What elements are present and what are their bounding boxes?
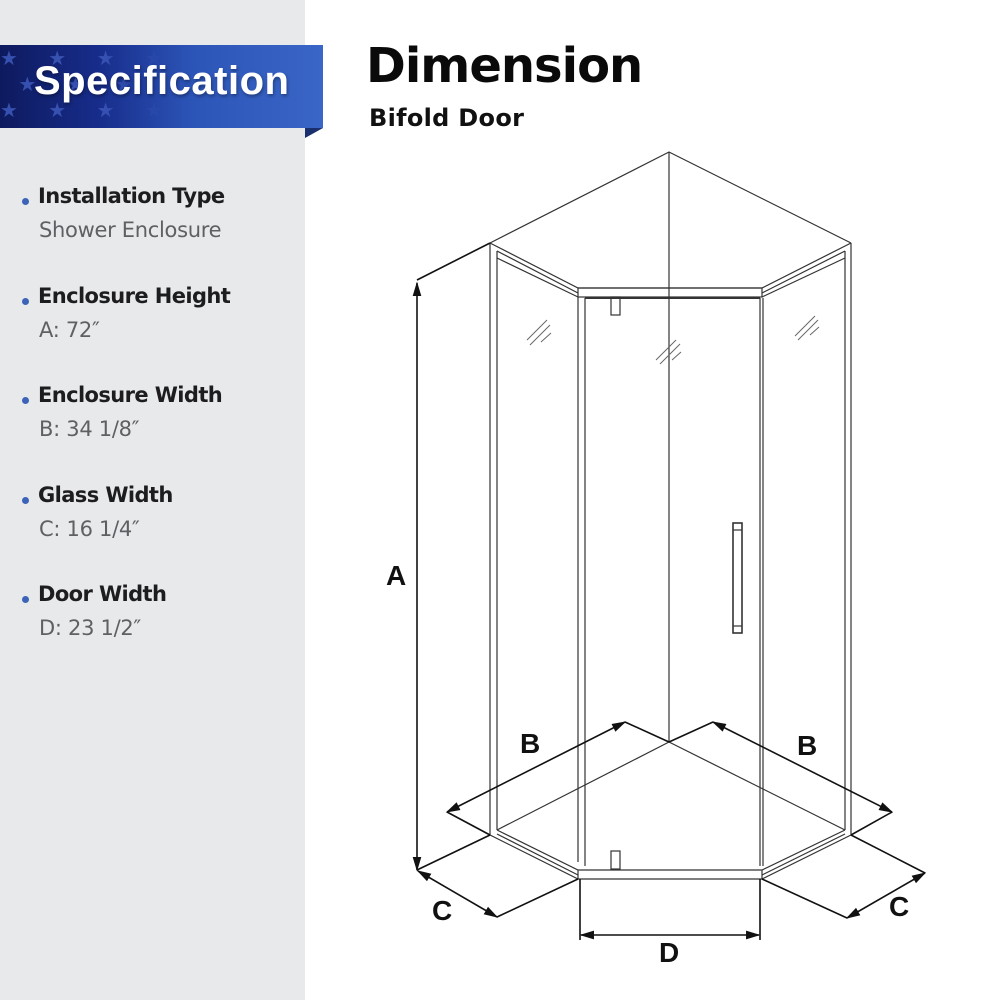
bottom-hinge-icon bbox=[610, 850, 621, 870]
bullet-icon bbox=[22, 496, 29, 504]
banner-fold bbox=[305, 128, 323, 138]
dimension-title: Dimension bbox=[366, 38, 643, 94]
specification-banner: ★ ★ ★ ★ ★ ★ ★ ★ ★ ★ ★ ★ ★ ★ ★ ★ Specific… bbox=[0, 45, 323, 128]
label-b-left: B bbox=[520, 728, 541, 759]
enclosure-outline bbox=[489, 151, 852, 880]
spec-label: Installation Type bbox=[38, 184, 225, 208]
specification-panel: ★ ★ ★ ★ ★ ★ ★ ★ ★ ★ ★ ★ ★ ★ ★ ★ Specific… bbox=[0, 0, 323, 1000]
spec-label: Enclosure Width bbox=[38, 383, 223, 407]
label-d: D bbox=[659, 937, 680, 968]
bullet-icon bbox=[22, 596, 29, 603]
spec-label: Door Width bbox=[38, 582, 167, 606]
label-c-left: C bbox=[432, 895, 453, 926]
dimension-lines bbox=[412, 242, 927, 940]
top-hinge-icon bbox=[610, 296, 621, 316]
dimension-b-left-arrow bbox=[445, 721, 627, 813]
stars-pattern-icon: ★ ★ ★ ★ ★ ★ ★ ★ ★ ★ ★ ★ ★ ★ ★ ★ bbox=[0, 46, 194, 128]
dimension-c-right-arrow bbox=[845, 872, 927, 919]
dimension-subtitle: Bifold Door bbox=[369, 104, 525, 132]
spec-value: D: 23 1/2″ bbox=[39, 616, 141, 640]
label-c-right: C bbox=[889, 891, 910, 922]
door-handle-icon bbox=[732, 522, 743, 634]
specification-title: Specification bbox=[34, 59, 290, 103]
spec-value: A: 72″ bbox=[39, 317, 100, 342]
bullet-icon bbox=[22, 297, 29, 305]
dimension-b-right-arrow bbox=[711, 721, 894, 813]
spec-value: B: 34 1/8″ bbox=[39, 417, 140, 441]
spec-label: Enclosure Height bbox=[38, 283, 231, 308]
dimension-c-left-arrow bbox=[416, 870, 499, 918]
bullet-icon bbox=[22, 198, 29, 205]
spec-value: Shower Enclosure bbox=[39, 218, 222, 242]
bullet-icon bbox=[22, 397, 29, 404]
spec-label: Glass Width bbox=[38, 482, 173, 507]
spec-value: C: 16 1/4″ bbox=[39, 516, 140, 541]
label-a: A bbox=[386, 560, 407, 591]
label-b-right: B bbox=[797, 730, 818, 761]
